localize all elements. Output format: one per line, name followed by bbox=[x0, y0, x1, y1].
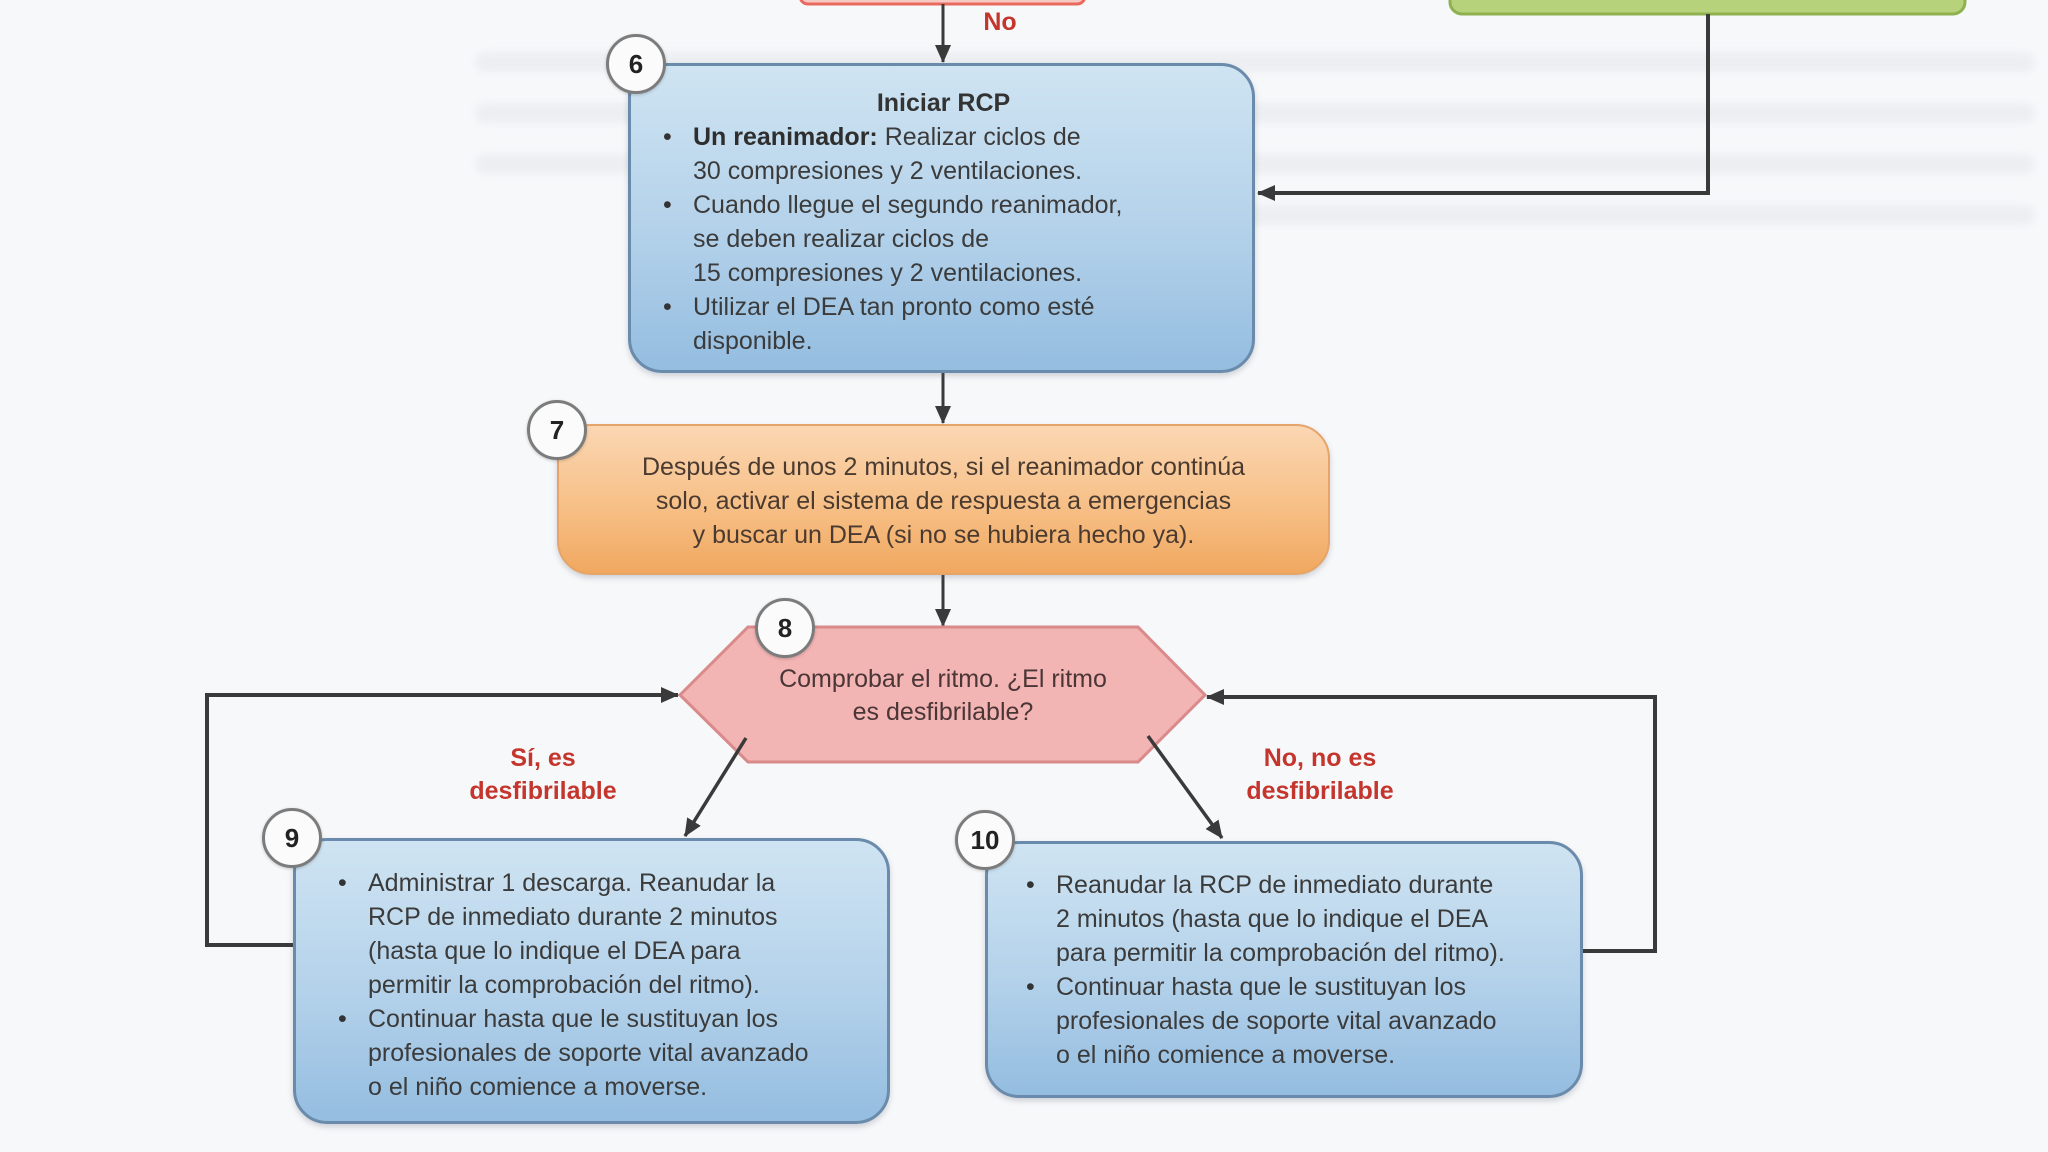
step-8-text-line: Comprobar el ritmo. ¿El ritmo bbox=[779, 665, 1107, 693]
label-line: desfibrilable bbox=[1246, 777, 1394, 805]
step-9-bullet: Continuar hasta que le sustituyan los pr… bbox=[338, 1002, 873, 1104]
bullet-text: 2 minutos (hasta que lo indique el DEA bbox=[1056, 905, 1489, 933]
step-9-bullet: Administrar 1 descarga. Reanudar la RCP … bbox=[338, 866, 873, 1002]
ghost-text-line bbox=[1060, 205, 2035, 225]
label-line: No, no es bbox=[1263, 744, 1377, 772]
label-line: Sí, es bbox=[510, 744, 576, 772]
bullet-text: Continuar hasta que le sustituyan los bbox=[1056, 973, 1466, 1001]
previous-green-box-edge bbox=[1448, 0, 1967, 16]
label-line: desfibrilable bbox=[469, 777, 617, 805]
step-6-bullet: Utilizar el DEA tan pronto como esté dis… bbox=[663, 290, 1232, 358]
step-number-6: 6 bbox=[606, 34, 666, 94]
step-8-text-line: es desfibrilable? bbox=[852, 698, 1034, 726]
bullet-text: Cuando llegue el segundo reanimador, bbox=[693, 191, 1123, 219]
step-7-text-line: solo, activar el sistema de respuesta a … bbox=[655, 487, 1232, 515]
bullet-text: (hasta que lo indique el DEA para bbox=[368, 937, 741, 965]
bullet-text: RCP de inmediato durante 2 minutos bbox=[368, 903, 778, 931]
step-6-bullets: Un reanimador: Realizar ciclos de 30 com… bbox=[655, 120, 1232, 358]
step-6-bullet: Cuando llegue el segundo reanimador, se … bbox=[663, 188, 1232, 290]
loop-9-to-8 bbox=[205, 687, 679, 947]
bullet-text: profesionales de soporte vital avanzado bbox=[1056, 1007, 1497, 1035]
bullet-text: 15 compresiones y 2 ventilaciones. bbox=[693, 259, 1083, 287]
bullet-text: Realizar ciclos de bbox=[884, 123, 1081, 151]
label-no: No bbox=[983, 8, 1017, 36]
bullet-text: para permitir la comprobación del ritmo)… bbox=[1056, 939, 1505, 967]
label-not-shockable: No, no es desfibrilable bbox=[1180, 742, 1460, 808]
bullet-text: 30 compresiones y 2 ventilaciones. bbox=[693, 157, 1083, 185]
step-7-text-line: Después de unos 2 minutos, si el reanima… bbox=[641, 453, 1246, 481]
bullet-text: se deben realizar ciclos de bbox=[693, 225, 989, 253]
step-10-bullet: Reanudar la RCP de inmediato durante 2 m… bbox=[1026, 868, 1570, 970]
step-9-bullets: Administrar 1 descarga. Reanudar la RCP … bbox=[330, 866, 873, 1104]
arrow-8-to-9 bbox=[683, 737, 748, 837]
arrow-8-to-10 bbox=[1146, 734, 1224, 840]
bullet-text: profesionales de soporte vital avanzado bbox=[368, 1039, 809, 1067]
bullet-text: Reanudar la RCP de inmediato durante bbox=[1056, 871, 1494, 899]
step-6-title: Iniciar RCP bbox=[876, 89, 1011, 117]
loop-10-to-8 bbox=[1206, 689, 1657, 953]
step-number-7: 7 bbox=[527, 400, 587, 460]
arrow-green-to-step-6 bbox=[1257, 14, 1710, 201]
step-10-bullet: Continuar hasta que le sustituyan los pr… bbox=[1026, 970, 1570, 1072]
step-8-text: Comprobar el ritmo. ¿El ritmo es desfibr… bbox=[700, 663, 1186, 729]
step-6-box: Iniciar RCP Un reanimador: Realizar cicl… bbox=[628, 63, 1255, 373]
bullet-text: o el niño comience a moverse. bbox=[368, 1073, 708, 1101]
bullet-text: permitir la comprobación del ritmo). bbox=[368, 971, 760, 999]
bullet-bold-label: Un reanimador: bbox=[693, 123, 878, 151]
step-6-bullet: Un reanimador: Realizar ciclos de 30 com… bbox=[663, 120, 1232, 188]
bullet-text: disponible. bbox=[693, 327, 813, 355]
previous-red-box-edge bbox=[799, 0, 1086, 6]
step-7-text-line: y buscar un DEA (si no se hubiera hecho … bbox=[692, 521, 1195, 549]
bullet-text: Continuar hasta que le sustituyan los bbox=[368, 1005, 778, 1033]
step-number-10: 10 bbox=[955, 810, 1015, 870]
decision-hexagon bbox=[677, 625, 1208, 764]
bullet-text: o el niño comience a moverse. bbox=[1056, 1041, 1396, 1069]
step-10-box: Reanudar la RCP de inmediato durante 2 m… bbox=[985, 841, 1583, 1098]
step-number-9: 9 bbox=[262, 808, 322, 868]
label-yes-shockable: Sí, es desfibrilable bbox=[403, 742, 683, 808]
step-7-box: Después de unos 2 minutos, si el reanima… bbox=[557, 424, 1330, 575]
bullet-text: Administrar 1 descarga. Reanudar la bbox=[368, 869, 776, 897]
bullet-text: Utilizar el DEA tan pronto como esté bbox=[693, 293, 1095, 321]
step-10-bullets: Reanudar la RCP de inmediato durante 2 m… bbox=[1018, 868, 1570, 1072]
step-number-8: 8 bbox=[755, 598, 815, 658]
step-9-box: Administrar 1 descarga. Reanudar la RCP … bbox=[293, 838, 890, 1124]
